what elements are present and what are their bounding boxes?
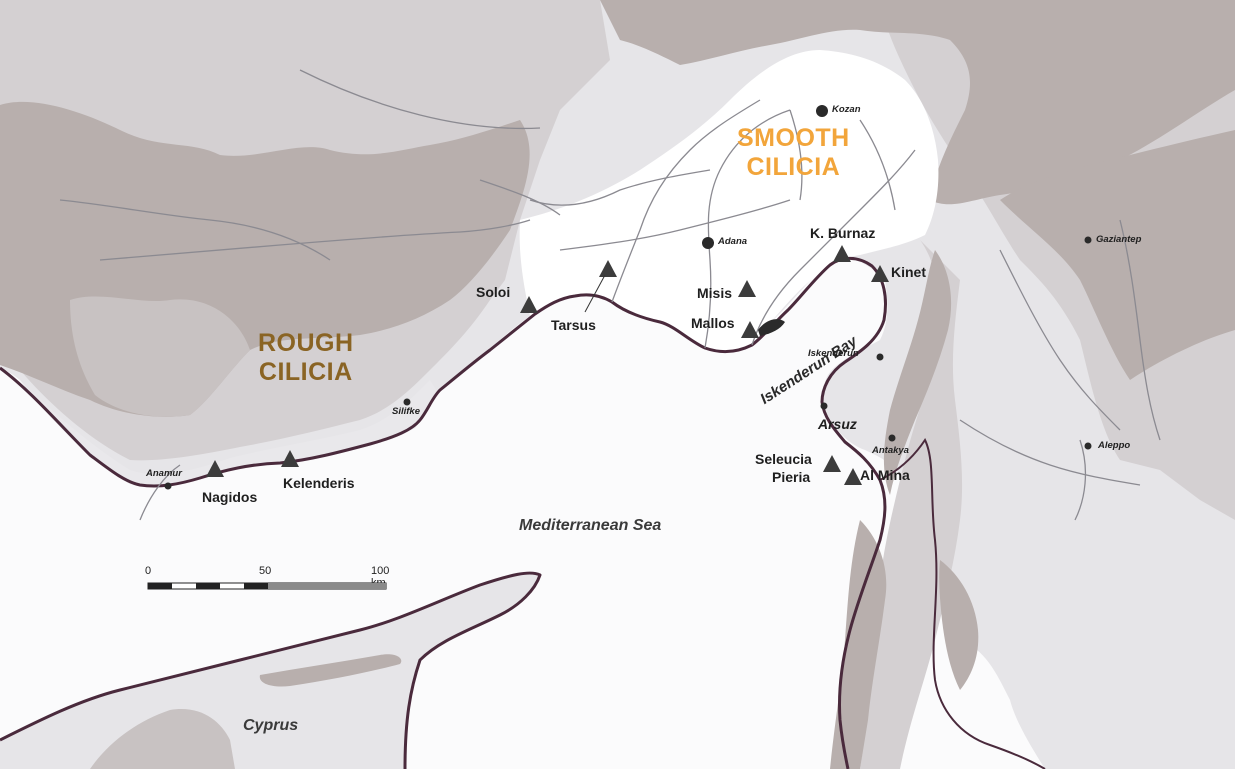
label-adana: Adana (718, 236, 748, 247)
region-rough-line1: ROUGH (258, 329, 354, 357)
label-mallos: Mallos (691, 315, 735, 331)
mountains-amanus (883, 250, 952, 495)
label-kelenderis: Kelenderis (283, 475, 355, 491)
mountains-southeast (939, 560, 979, 690)
coastline-orontes (879, 438, 1046, 769)
cyprus-mountains (259, 654, 402, 687)
cyprus-south (90, 709, 235, 769)
scale-bar: 0 50 100 km (145, 565, 397, 595)
label-cyprus: Cyprus (243, 717, 299, 734)
mountains-taurus-inner (70, 296, 250, 417)
lagoon (758, 319, 785, 336)
label-soloi: Soloi (476, 284, 511, 300)
label-antakya: Antakya (872, 445, 909, 456)
rivers (59, 69, 1161, 521)
coastline-cilicia (0, 256, 887, 769)
label-gaziantep: Gaziantep (1096, 234, 1142, 245)
coastline-cyprus (0, 571, 542, 769)
mountains-north (600, 0, 1235, 205)
label-nagidos: Nagidos (202, 489, 258, 505)
scale-bar-graphic (147, 582, 387, 590)
smooth-cilicia-plain (519, 50, 939, 352)
highland-amanus (860, 240, 963, 769)
label-k-burnaz: K. Burnaz (810, 225, 876, 241)
label-aleppo: Aleppo (1098, 440, 1131, 451)
scale-label-0: 0 (145, 565, 152, 577)
label-iskenderun: Iskenderun (808, 348, 859, 359)
label-tarsus: Tarsus (551, 317, 596, 333)
label-al-mina: Al Mina (860, 467, 910, 483)
label-pieria: Pieria (772, 469, 811, 485)
label-arsuz: Arsuz (818, 416, 857, 432)
scale-label-50: 50 (259, 565, 272, 577)
region-smooth-line1: SMOOTH (737, 124, 850, 152)
label-anamur: Anamur (146, 468, 182, 479)
region-smooth-line2: CILICIA (746, 153, 841, 181)
region-rough-cilicia: ROUGH CILICIA (258, 329, 354, 387)
mountains-south (830, 520, 887, 769)
label-kozan: Kozan (832, 104, 861, 115)
cyprus-land (0, 573, 540, 769)
label-mediterranean-sea: Mediterranean Sea (519, 517, 662, 534)
label-kinet: Kinet (891, 264, 926, 280)
label-seleucia: Seleucia (755, 451, 812, 467)
region-rough-line2: CILICIA (258, 358, 353, 386)
mountains-east (1000, 130, 1235, 380)
coastal-strip (20, 380, 438, 487)
label-silifke: Silifke (392, 406, 420, 417)
region-smooth-cilicia: SMOOTH CILICIA (737, 124, 850, 182)
label-misis: Misis (697, 285, 733, 301)
